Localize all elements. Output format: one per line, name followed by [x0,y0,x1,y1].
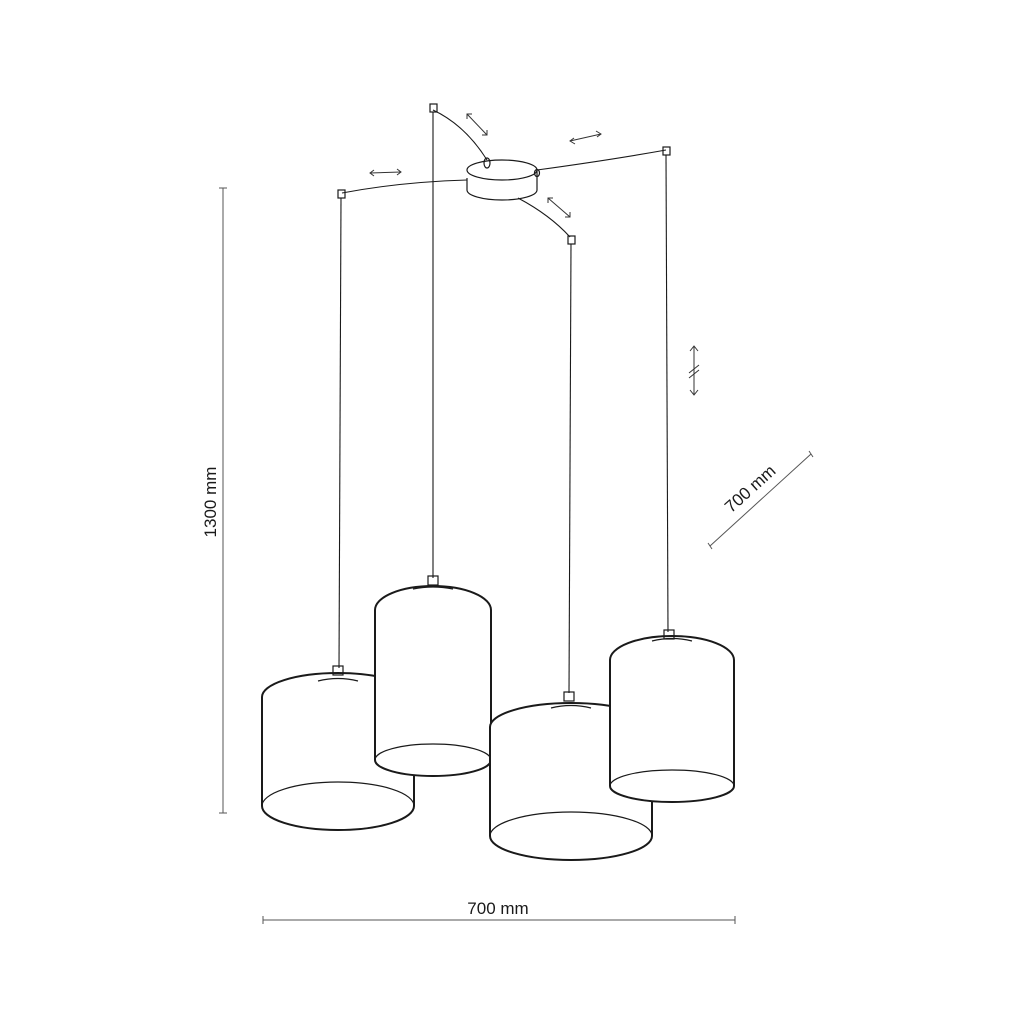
height-dimension: 1300 mm [201,187,227,814]
double-arrow-icon [369,168,402,177]
lamp-shade-4 [609,629,735,803]
pendant-cords [338,112,669,694]
ceiling-canopy [466,157,541,201]
depth-label: 700 mm [721,461,779,516]
arm-right [536,149,667,171]
width-dimension: 700 mm [262,899,736,924]
arm-back [432,109,488,161]
width-label: 700 mm [467,899,528,918]
cable-arms [341,109,667,238]
double-arrow-icon [569,130,602,145]
arm-left [341,179,468,194]
double-arrow-icon [466,113,488,136]
arm-front [517,197,571,238]
double-arrow-icon [547,197,571,218]
suspension-clips [337,103,671,245]
cord-length-adjust-icon [688,345,700,396]
depth-dimension: 700 mm [707,450,814,550]
height-label: 1300 mm [201,467,220,538]
adjust-arrows [369,113,700,396]
lamp-shade-2 [374,575,492,777]
